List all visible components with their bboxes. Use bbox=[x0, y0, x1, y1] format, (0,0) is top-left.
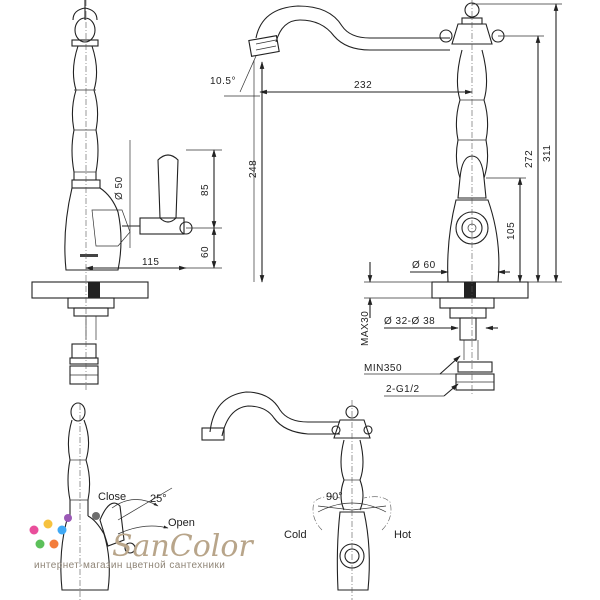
front-view: 232 10.5° 248 311 272 105 Ø 60 MAX30 bbox=[210, 0, 562, 397]
watermark-logo: SanColor интернет-магазин цветной сантех… bbox=[29, 512, 254, 571]
thread-label: 2-G1/2 bbox=[386, 384, 420, 395]
base-diameter-label: Ø 60 bbox=[412, 260, 436, 271]
body-diameter-label: Ø 50 bbox=[114, 176, 125, 200]
lever-base-label: 60 bbox=[200, 246, 211, 258]
reach-label: 232 bbox=[354, 80, 372, 91]
open-label: Open bbox=[168, 517, 195, 529]
total-height-label: 311 bbox=[542, 145, 553, 162]
lever-height-label: 272 bbox=[524, 150, 535, 168]
lever-projection-label: 115 bbox=[142, 257, 159, 268]
hose-length-label: MIN350 bbox=[364, 363, 402, 374]
watermark-brand: SanColor bbox=[112, 529, 254, 564]
lever-above-label: 85 bbox=[200, 184, 211, 196]
spout-height-label: 248 bbox=[248, 160, 259, 178]
side-view: Ø 50 85 60 115 bbox=[31, 0, 222, 390]
rotate-angle-label: 90° bbox=[326, 491, 343, 503]
side-operation-view: Close 25° Open bbox=[60, 402, 195, 600]
close-label: Close bbox=[98, 491, 126, 503]
hole-diameter-label: Ø 32-Ø 38 bbox=[384, 316, 435, 327]
watermark-tagline: интернет-магазин цветной сантехники bbox=[34, 560, 225, 571]
open-angle-label: 25° bbox=[150, 493, 167, 505]
handle-height-label: 105 bbox=[506, 222, 517, 240]
max-thickness-label: MAX30 bbox=[360, 311, 371, 346]
cold-label: Cold bbox=[284, 529, 307, 541]
spout-angle-label: 10.5° bbox=[210, 76, 236, 87]
hot-label: Hot bbox=[394, 529, 411, 541]
front-operation-view: 90° Cold Hot bbox=[201, 391, 411, 600]
